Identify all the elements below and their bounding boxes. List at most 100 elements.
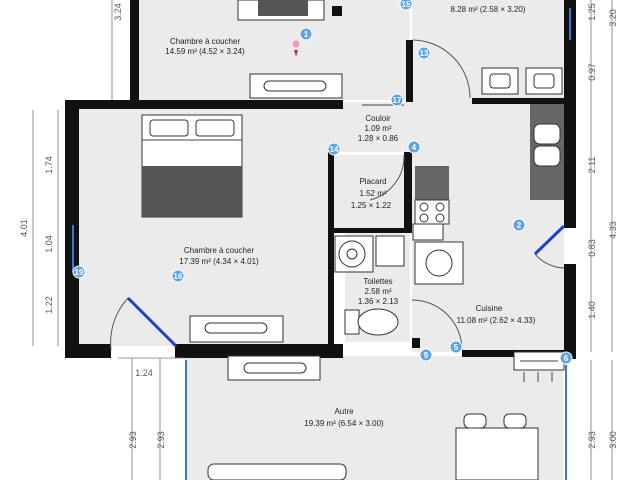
sofa: [207, 463, 347, 480]
room-dims-placard: 1.25 × 1.22: [351, 201, 392, 210]
dim-label: 2.93: [156, 431, 166, 449]
radiator: [249, 73, 343, 99]
svg-text:5: 5: [454, 343, 459, 352]
svg-text:1: 1: [304, 30, 309, 39]
room-name-cuisine: Cuisine: [476, 304, 503, 313]
bed-top: [237, 0, 325, 21]
marker-5[interactable]: 5: [449, 340, 463, 354]
marker-2[interactable]: 2: [512, 218, 526, 232]
double-bed: [141, 114, 243, 218]
dim-label: 1.24: [135, 368, 153, 378]
room-area-salle-bain: 8.28 m² (2.58 × 3.20): [451, 5, 526, 14]
location-pin-icon: [292, 40, 300, 57]
room-area-toilettes: 2.58 m²: [364, 287, 391, 296]
radiator: [189, 315, 284, 343]
dim-label: 1.22: [44, 296, 54, 314]
radiator: [227, 355, 321, 381]
room-name-couloir: Couloir: [365, 114, 391, 123]
dim-label: 1.25: [587, 3, 597, 21]
svg-text:4: 4: [412, 143, 417, 152]
svg-text:2: 2: [517, 221, 522, 230]
dim-label: 3.00: [608, 431, 618, 449]
svg-text:15: 15: [402, 0, 411, 9]
marker-6[interactable]: 6: [559, 351, 573, 365]
room-dims-toilettes: 1.36 × 2.13: [358, 297, 399, 306]
svg-text:17: 17: [393, 96, 402, 105]
wall: [404, 152, 412, 232]
room-name-chambre1: Chambre à coucher: [170, 37, 241, 46]
wall: [65, 100, 343, 109]
wall: [334, 228, 412, 233]
wall: [564, 264, 576, 359]
room-floor-placard: [334, 155, 412, 230]
wall: [130, 0, 139, 104]
marker-16[interactable]: 16: [171, 269, 185, 283]
wall: [564, 0, 576, 228]
door-swing: [412, 39, 471, 99]
dim-label: 4.33: [608, 221, 618, 239]
wall: [406, 40, 413, 102]
marker-1[interactable]: 1: [299, 27, 313, 41]
dim-label: 3.24: [113, 3, 123, 21]
room-area-autre: 19.39 m² (6.54 × 3.00): [304, 419, 384, 428]
marker-14[interactable]: 14: [327, 142, 341, 156]
svg-text:13: 13: [420, 49, 429, 58]
svg-text:16: 16: [174, 272, 183, 281]
toilet: [344, 308, 399, 336]
washbasin: [334, 235, 374, 273]
dim-label: 0.97: [587, 63, 597, 81]
room-name-chambre2: Chambre à coucher: [184, 246, 255, 255]
door-swing: [534, 253, 565, 269]
svg-text:19: 19: [75, 268, 84, 277]
nightstand: [332, 6, 342, 16]
air-conditioner: [513, 351, 565, 382]
door-chambre2: [126, 296, 178, 348]
room-dims-couloir: 1.28 × 0.86: [358, 134, 399, 143]
room-floor-couloir: [328, 102, 418, 152]
marker-4[interactable]: 4: [407, 140, 421, 154]
dim-label: 3.20: [608, 9, 618, 27]
dining-table: [455, 413, 539, 480]
door-cuisine: [533, 224, 566, 256]
kitchen-sink: [530, 104, 564, 200]
marker-19[interactable]: 19: [72, 265, 86, 279]
marker-15[interactable]: 15: [399, 0, 413, 11]
wall: [65, 344, 111, 358]
svg-text:14: 14: [330, 145, 339, 154]
dim-label: 4.01: [19, 219, 29, 237]
room-area-placard: 1.52 m²: [359, 189, 386, 198]
wall: [328, 152, 334, 348]
dim-label: 2.93: [128, 431, 138, 449]
washing-machine: [414, 241, 464, 285]
room-area-chambre1: 14.59 m² (4.52 × 3.24): [165, 47, 245, 56]
room-name-autre: Autre: [334, 407, 354, 416]
double-sink: [481, 67, 563, 95]
dim-label: 1.04: [44, 235, 54, 253]
stove: [414, 166, 450, 225]
room-area-chambre2: 17.39 m² (4.34 × 4.01): [179, 257, 259, 266]
room-name-toilettes: Toilettes: [363, 277, 392, 286]
room-area-cuisine: 11.08 m² (2.62 × 4.33): [457, 316, 536, 325]
dim-label: 1.40: [587, 301, 597, 319]
room-name-placard: Placard: [359, 177, 386, 186]
wall: [412, 338, 420, 348]
marker-17[interactable]: 17: [390, 93, 404, 107]
dim-label: 0.83: [587, 239, 597, 257]
dim-label: 2.11: [587, 157, 597, 174]
door-swing: [411, 299, 463, 351]
door-swing: [369, 154, 405, 201]
dim-label: 1.74: [44, 156, 54, 174]
water-heater: [375, 235, 405, 267]
svg-text:9: 9: [424, 351, 429, 360]
marker-13[interactable]: 13: [417, 46, 431, 60]
door-swing: [110, 297, 129, 351]
dim-label: 2.93: [587, 431, 597, 449]
wall: [472, 98, 570, 104]
marker-9[interactable]: 9: [419, 348, 433, 362]
wall: [175, 344, 343, 358]
svg-text:6: 6: [564, 354, 569, 363]
room-area-couloir: 1.09 m²: [364, 124, 391, 133]
radiator: [412, 223, 444, 241]
